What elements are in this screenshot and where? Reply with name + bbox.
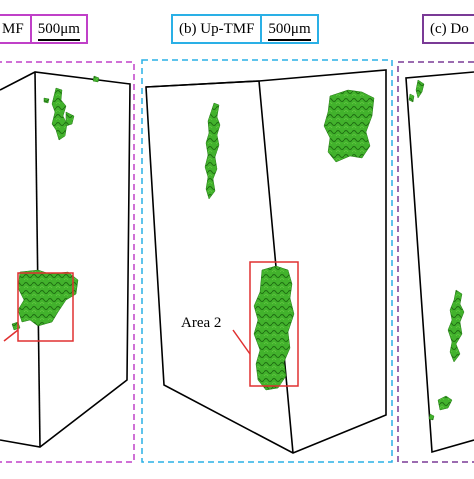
panel-b-title: (b) Up-TMF xyxy=(179,20,255,37)
panel-b-grains xyxy=(204,89,375,391)
area-2-label: Area 2 xyxy=(181,315,222,331)
panel-b-scalebar: 500μm xyxy=(260,16,316,42)
panel-b-frame xyxy=(141,59,393,463)
panel-a-scale-text: 500μm xyxy=(37,20,81,41)
panel-a-roi xyxy=(17,272,74,342)
panel-a-title: MF xyxy=(2,20,24,37)
panel-a-label: MF 500μm xyxy=(0,14,88,44)
panel-a-box xyxy=(0,71,131,448)
panel-c-title: (c) Do xyxy=(430,20,469,37)
panel-b-roi xyxy=(249,261,299,387)
panel-a-scalebar: 500μm xyxy=(29,16,86,42)
panel-c-label: (c) Do xyxy=(422,14,474,44)
panel-b-roi-leader xyxy=(232,329,251,355)
panel-a-roi-leader xyxy=(3,329,19,342)
panel-b-label: (b) Up-TMF 500μm xyxy=(171,14,319,44)
panel-c-box xyxy=(405,71,474,454)
panel-a-grains xyxy=(11,75,100,331)
panel-c-frame xyxy=(397,61,474,463)
panel-c-grains xyxy=(408,79,465,421)
panel-b-scale-text: 500μm xyxy=(268,20,311,41)
